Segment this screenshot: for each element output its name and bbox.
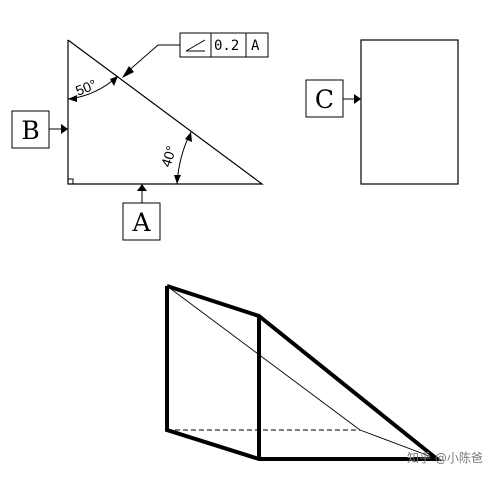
wedge-3d	[165, 284, 443, 461]
wedge-outline	[165, 284, 443, 461]
datum-c-label: C	[315, 85, 334, 114]
wedge-bottom-line	[359, 429, 438, 460]
angle-arrow-50-left	[68, 95, 77, 102]
fcf-datum-ref: A	[251, 38, 260, 54]
datum-b-label: B	[21, 116, 39, 145]
angle-label-50: 50°	[73, 76, 99, 99]
watermark: 知乎 @小陈爸	[407, 450, 483, 465]
rectangle-part	[360, 39, 459, 185]
datum-a-triangle	[137, 184, 147, 191]
angle-dimension-50: 50°	[67, 75, 119, 102]
rectangle-outline	[360, 39, 459, 185]
right-angle-mark	[68, 178, 74, 184]
datum-b: B	[11, 110, 68, 149]
datum-c: C	[305, 79, 361, 118]
datum-a-box	[122, 202, 161, 241]
datum-c-triangle	[354, 94, 361, 104]
fcf-tolerance: 0.2	[214, 38, 239, 54]
angle-arrow-40-top	[185, 132, 192, 142]
fcf-leader	[125, 44, 180, 74]
triangle-outline	[67, 39, 264, 185]
fcf-leader-arrow	[122, 66, 134, 78]
angle-arrow-40-bottom	[174, 175, 181, 184]
angle-dimension-40: 40°	[158, 131, 192, 185]
angle-arrow-50-right	[110, 76, 118, 86]
datum-b-triangle	[61, 124, 68, 134]
angle-label-40: 40°	[158, 144, 180, 169]
feature-control-frame: 0.2 A	[122, 32, 269, 78]
datum-a: A	[122, 184, 161, 241]
wedge-diagonal-line	[166, 285, 361, 431]
angularity-icon	[185, 39, 206, 52]
triangle-part	[67, 39, 264, 185]
datum-a-label: A	[131, 208, 151, 237]
